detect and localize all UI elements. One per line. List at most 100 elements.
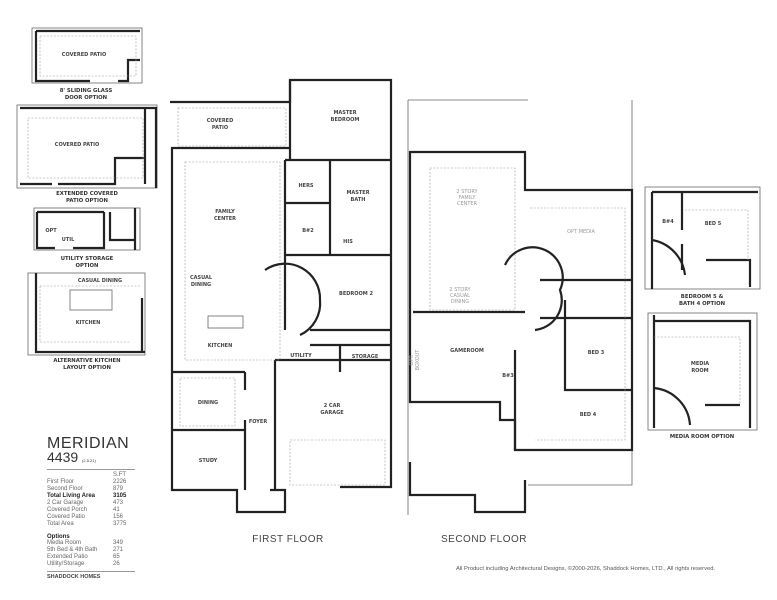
room-label: CASUAL	[190, 275, 213, 281]
area-row: First Floor 2226	[47, 479, 135, 486]
area-label: Covered Porch	[47, 507, 88, 513]
room-label: COVERED PATIO	[55, 142, 99, 148]
area-label: Media Room	[47, 540, 82, 546]
area-value: 349	[113, 540, 124, 546]
room-label: 2 STORY	[449, 287, 471, 293]
room-label: MEDIA	[691, 361, 709, 367]
room-label: CASUAL	[450, 293, 470, 299]
plan-name: MERIDIAN	[47, 435, 130, 452]
room-label: HERS	[298, 183, 313, 189]
room-label: B#4	[662, 219, 674, 225]
room-label: COVERED PATIO	[62, 52, 106, 58]
area-value: 156	[113, 514, 124, 520]
area-label: First Floor	[47, 479, 74, 485]
room-label: BEDROOM	[331, 117, 360, 123]
option-caption: PATIO OPTION	[66, 198, 108, 204]
area-value: 41	[113, 507, 120, 513]
room-label: OPT.	[409, 354, 415, 365]
area-value: 3105	[113, 493, 127, 499]
room-label: BEDROOM 2	[339, 291, 373, 297]
area-value: 65	[113, 554, 120, 560]
room-label: KITCHEN	[208, 343, 233, 349]
option-caption: DOOR OPTION	[65, 95, 107, 101]
area-value: 879	[113, 486, 124, 492]
area-row: Covered Patio 156	[47, 514, 135, 521]
area-row: 5th Bed & 4th Bath 271	[47, 547, 135, 554]
option-caption: LAYOUT OPTION	[63, 365, 111, 371]
utility-storage-option: OPT UTIL UTILITY STORAGE OPTION	[33, 207, 141, 269]
unit-header: S.FT	[113, 472, 126, 478]
room-label: OPT MEDIA	[567, 229, 595, 235]
option-caption: BEDROOM 5 &	[681, 294, 724, 300]
alternative-kitchen-option: CASUAL DINING KITCHEN ALTERNATIVE KITCHE…	[27, 272, 146, 371]
room-label: GAMEROOM	[450, 348, 484, 354]
room-label: BED 5	[705, 221, 722, 227]
plan-number-value: 4439	[47, 449, 79, 465]
room-label: UTILITY	[290, 353, 312, 359]
area-label: 2 Car Garage	[47, 500, 84, 506]
room-label: FAMILY	[459, 195, 477, 201]
option-caption: EXTENDED COVERED	[56, 191, 118, 197]
room-label: MASTER	[333, 110, 356, 116]
option-caption: ALTERNATIVE KITCHEN	[53, 358, 120, 364]
area-legend: MERIDIAN 4439 (2.5.21) S.FT First Floor 2…	[47, 435, 135, 580]
area-value: 2226	[113, 479, 127, 485]
area-label: Covered Patio	[47, 514, 86, 520]
area-row: 2 Car Garage 473	[47, 500, 135, 507]
copyright-notice: All Product including Architectural Desi…	[456, 566, 716, 572]
plan-number: 4439 (2.5.21)	[47, 449, 135, 467]
room-label: FAMILY	[215, 209, 235, 215]
room-label: UTIL	[62, 237, 75, 243]
room-label: ROOM	[691, 368, 708, 374]
room-label: BED 3	[588, 350, 605, 356]
area-label: Second Floor	[47, 486, 83, 492]
room-label: DINING	[191, 282, 211, 288]
floor-title: SECOND FLOOR	[441, 534, 527, 545]
room-label: GARAGE	[320, 410, 344, 416]
bedroom5-bath4-option: B#4 BED 5 BEDROOM 5 & BATH 4 OPTION	[644, 186, 761, 307]
area-value: 3775	[113, 521, 127, 527]
media-room-option: MEDIA ROOM MEDIA ROOM OPTION	[647, 312, 758, 440]
area-value: 271	[113, 547, 124, 553]
room-label: BOXOUT	[415, 349, 421, 371]
room-label: PATIO	[212, 125, 228, 131]
room-label: CENTER	[214, 216, 236, 222]
area-value: 26	[113, 561, 120, 567]
sliding-glass-door-option: COVERED PATIO 8' SLIDING GLASS DOOR OPTI…	[31, 27, 143, 101]
area-label: Extended Patio	[47, 554, 88, 560]
room-label: KITCHEN	[76, 320, 101, 326]
area-row: Covered Porch 41	[47, 507, 135, 514]
option-caption: OPTION	[76, 263, 99, 269]
room-label: CASUAL DINING	[78, 278, 122, 284]
room-label: DINING	[198, 400, 218, 406]
room-label: COVERED	[207, 118, 234, 124]
area-value: 473	[113, 500, 124, 506]
room-label: BED 4	[580, 412, 597, 418]
room-label: DINING	[451, 299, 469, 305]
room-label: B#3	[502, 373, 514, 379]
room-label: B#2	[302, 228, 314, 234]
extended-patio-option: COVERED PATIO EXTENDED COVERED PATIO OPT…	[16, 104, 158, 204]
option-caption: MEDIA ROOM OPTION	[670, 434, 734, 440]
option-caption: BATH 4 OPTION	[679, 301, 725, 307]
room-label: BATH	[351, 197, 366, 203]
area-label: Total Area	[47, 521, 74, 527]
room-label: MASTER	[346, 190, 369, 196]
first-floor-plan: COVERED PATIO MASTER BEDROOM HERS MASTER…	[170, 78, 393, 545]
floor-title: FIRST FLOOR	[252, 534, 323, 545]
room-label: FOYER	[249, 419, 268, 425]
area-row: Second Floor 879	[47, 486, 135, 493]
brand-name: SHADDOCK HOMES	[47, 571, 135, 580]
option-caption: 8' SLIDING GLASS	[60, 88, 113, 94]
room-label: STORAGE	[352, 354, 379, 360]
room-label: CENTER	[457, 201, 478, 207]
area-row: Media Room 349	[47, 540, 135, 547]
second-floor-plan: 2 STORY FAMILY CENTER OPT MEDIA 2 STORY …	[407, 99, 634, 545]
area-label: Utility/Storage	[47, 561, 85, 567]
area-row: Utility/Storage 26	[47, 561, 135, 568]
room-label: OPT	[45, 228, 57, 234]
option-caption: UTILITY STORAGE	[61, 256, 114, 262]
area-label: 5th Bed & 4th Bath	[47, 547, 98, 553]
